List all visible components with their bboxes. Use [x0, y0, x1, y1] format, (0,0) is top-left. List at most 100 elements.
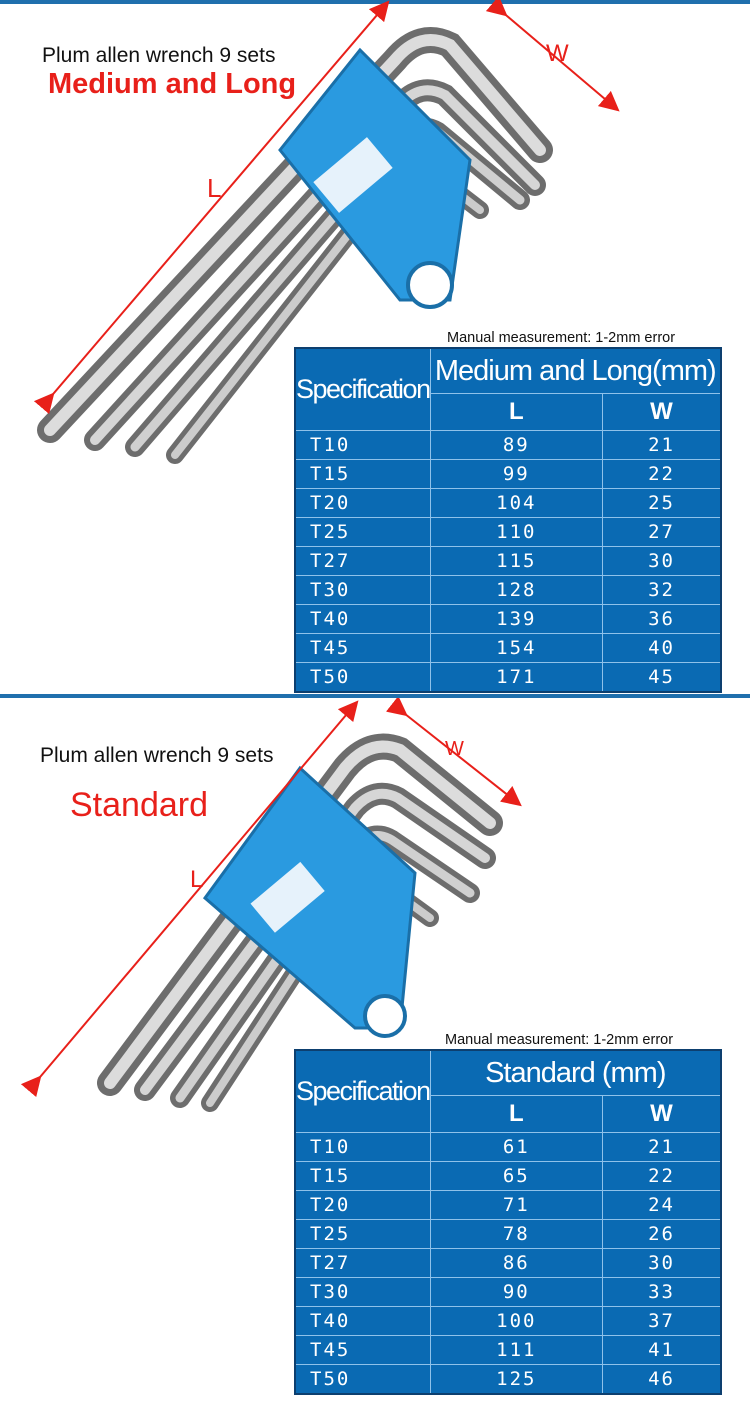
- spec-code: T10: [294, 430, 431, 460]
- width-arrow: [485, 0, 620, 112]
- section-title: Medium and Long: [48, 68, 297, 100]
- width-value: 37: [602, 1306, 722, 1336]
- spec-code: T20: [294, 488, 431, 518]
- width-value: 25: [602, 488, 722, 518]
- spec-code: T10: [294, 1132, 431, 1162]
- section-divider: [0, 694, 750, 698]
- measurement-note: Manual measurement: 1-2mm error: [445, 1032, 674, 1048]
- width-value: 41: [602, 1335, 722, 1365]
- col-header-w: W: [602, 1095, 722, 1133]
- length-value: 128: [429, 575, 604, 605]
- spec-code: T50: [294, 662, 431, 693]
- length-value: 111: [429, 1335, 604, 1365]
- width-value: 30: [602, 1248, 722, 1278]
- length-arrow: [20, 700, 359, 1098]
- length-value: 139: [429, 604, 604, 634]
- length-value: 78: [429, 1219, 604, 1249]
- col-header-l: L: [429, 1095, 604, 1133]
- spec-code: T30: [294, 575, 431, 605]
- width-value: 26: [602, 1219, 722, 1249]
- section-standard: Plum allen wrench 9 sets Standard L W Ma…: [0, 698, 750, 1412]
- main-header: Standard (mm): [429, 1049, 722, 1096]
- length-value: 86: [429, 1248, 604, 1278]
- length-value: 100: [429, 1306, 604, 1336]
- length-value: 110: [429, 517, 604, 547]
- width-value: 45: [602, 662, 722, 693]
- length-value: 61: [429, 1132, 604, 1162]
- col-header-l: L: [429, 393, 604, 431]
- length-label: L: [207, 173, 222, 203]
- width-value: 27: [602, 517, 722, 547]
- spec-code: T40: [294, 604, 431, 634]
- length-value: 115: [429, 546, 604, 576]
- width-value: 21: [602, 1132, 722, 1162]
- subtitle: Plum allen wrench 9 sets: [40, 744, 274, 767]
- spec-code: T25: [294, 1219, 431, 1249]
- subtitle: Plum allen wrench 9 sets: [42, 44, 276, 67]
- spec-code: T15: [294, 459, 431, 489]
- width-label: W: [445, 738, 464, 760]
- length-value: 89: [429, 430, 604, 460]
- spec-code: T30: [294, 1277, 431, 1307]
- width-value: 36: [602, 604, 722, 634]
- wrench-set-illustration: [20, 698, 522, 1112]
- spec-code: T15: [294, 1161, 431, 1191]
- length-value: 99: [429, 459, 604, 489]
- col-header-w: W: [602, 393, 722, 431]
- width-value: 33: [602, 1277, 722, 1307]
- section-medium-long: Plum allen wrench 9 sets Medium and Long…: [0, 0, 750, 694]
- length-value: 71: [429, 1190, 604, 1220]
- spec-code: T45: [294, 633, 431, 663]
- length-value: 65: [429, 1161, 604, 1191]
- spec-code: T20: [294, 1190, 431, 1220]
- width-value: 22: [602, 459, 722, 489]
- spec-code: T45: [294, 1335, 431, 1365]
- spec-code: T27: [294, 1248, 431, 1278]
- length-label: L: [190, 866, 204, 893]
- width-label: W: [546, 40, 569, 67]
- spec-code: T50: [294, 1364, 431, 1395]
- length-value: 154: [429, 633, 604, 663]
- spec-code: T40: [294, 1306, 431, 1336]
- length-value: 171: [429, 662, 604, 693]
- spec-table: Specification Medium and Long(mm) L W T1…: [294, 347, 722, 693]
- wrench-holder: [202, 765, 417, 1038]
- length-arrow: [33, 0, 390, 415]
- width-value: 22: [602, 1161, 722, 1191]
- width-value: 32: [602, 575, 722, 605]
- section-title: Standard: [70, 786, 208, 824]
- main-header: Medium and Long(mm): [429, 347, 722, 394]
- length-value: 125: [429, 1364, 604, 1395]
- length-value: 104: [429, 488, 604, 518]
- wrench-set-illustration: [33, 0, 620, 464]
- spec-code: T27: [294, 546, 431, 576]
- width-value: 24: [602, 1190, 722, 1220]
- width-value: 30: [602, 546, 722, 576]
- measurement-note: Manual measurement: 1-2mm error: [447, 330, 676, 346]
- width-arrow: [385, 698, 522, 807]
- spec-header: Specification: [294, 347, 431, 431]
- length-value: 90: [429, 1277, 604, 1307]
- width-value: 40: [602, 633, 722, 663]
- width-value: 21: [602, 430, 722, 460]
- width-value: 46: [602, 1364, 722, 1395]
- spec-header: Specification: [294, 1049, 431, 1133]
